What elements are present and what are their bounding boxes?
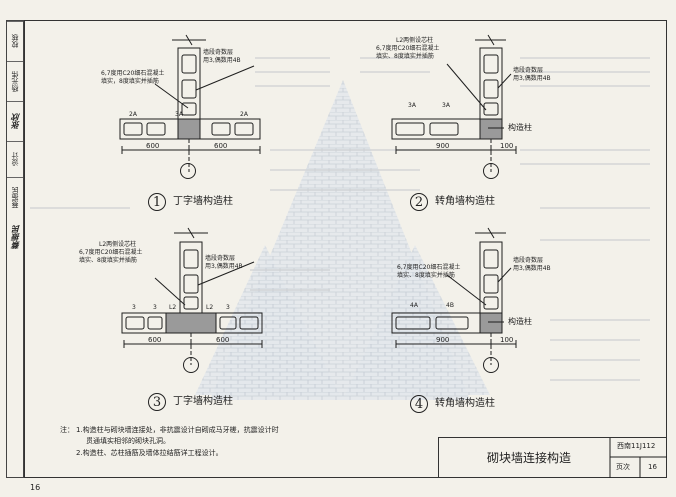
diagram-4-title: 转角墙构造柱 (435, 398, 495, 409)
notes-line-3: 2.构造柱、芯柱插筋及墙体拉结筋详工程设计。 (76, 449, 223, 457)
diagram-1-callout-left-2: 填实，8度填实并插筋 (101, 78, 159, 85)
diagram-4-number: 4 (410, 395, 428, 413)
diagram-3-title: 丁字墙构造柱 (173, 396, 233, 407)
diagram-4-dim-1: 900 (436, 336, 450, 344)
diagram-2-title: 转角墙构造柱 (435, 196, 495, 207)
diagram-3-section-marker (183, 357, 199, 373)
diagram-1-number: 1 (148, 193, 166, 211)
diagram-1-label-1: 2A (129, 111, 137, 118)
title-block-page-label: 页次 (616, 463, 630, 471)
diagram-4-callout-left-1: 6,7度用C20细石混凝土 (397, 264, 461, 271)
diagram-3-drawing (121, 227, 263, 365)
diagram-3-callout-left-2: 6,7度用C20细石混凝土 (79, 249, 143, 256)
title-block-title: 砌块墙连接构造 (487, 451, 572, 465)
diagram-2-dim-2: 100 (500, 142, 514, 150)
diagram-2-column-label: 构造柱 (508, 123, 532, 132)
diagram-4-label-2: 4B (446, 302, 454, 309)
diagram-3-callout-left-1: L2两侧设芯柱 (99, 241, 137, 248)
diagram-1-callout-left-1: 6,7度用C20细石混凝土 (101, 70, 165, 77)
diagram-4-callout-right-2: 用3,偶数用4B (513, 265, 551, 272)
diagram-3-callout-left-3: 填实、8度填实并插筋 (79, 257, 137, 264)
diagram-2-callout-right-1: 墙段奇数层 (513, 67, 544, 74)
diagram-1-dim-2: 600 (214, 142, 228, 150)
diagram-3-dim-2: 600 (216, 336, 230, 344)
diagram-3-label-2: 3 (153, 304, 157, 311)
notes-heading: 注： (60, 426, 74, 434)
diagram-2-callout-left-2: 6,7度用C20细石混凝土 (376, 45, 440, 52)
diagram-2-label-1: 3A (408, 102, 416, 109)
drawing-frame (24, 20, 667, 478)
diagram-3-dim-1: 600 (148, 336, 162, 344)
diagram-3-callout-right-2: 用3,偶数用4B (205, 263, 243, 270)
diagram-1-label-3: 2A (240, 111, 248, 118)
page-number: 16 (30, 483, 41, 492)
diagram-2-number: 2 (410, 193, 428, 211)
diagram-4-drawing (391, 227, 517, 365)
diagram-3-label-1: 3 (132, 304, 136, 311)
diagram-1-section-marker (180, 163, 196, 179)
diagram-1-title: 丁字墙构造柱 (173, 196, 233, 207)
title-block-atlas-code: 西南11J112 (617, 442, 656, 450)
notes-line-1: 1.构造柱与砌块墙连接处，非抗震设计自砌成马牙槎，抗震设计时 (76, 426, 279, 434)
diagram-2-callout-left-1: L2两侧设芯柱 (396, 37, 434, 44)
diagram-3-number: 3 (148, 393, 166, 411)
sidebar: 校核 杨光伟 张欣 设计 蔡振民 蔡振民 (6, 20, 24, 478)
diagram-4-section-marker (483, 357, 499, 373)
diagram-4-callout-left-2: 填实、8度填实并插筋 (397, 272, 455, 279)
diagram-2-dim-1: 900 (436, 142, 450, 150)
diagram-1-callout-right-2: 用3,偶数用4B (203, 57, 241, 64)
diagram-2-callout-left-3: 填实、8度填实并插筋 (376, 53, 434, 60)
diagram-4-callout-right-1: 墙段奇数层 (513, 257, 544, 264)
diagram-1-label-2: 3A (175, 111, 183, 118)
title-block-page-value: 16 (648, 463, 657, 471)
diagram-3-callout-right-1: 墙段奇数层 (205, 255, 236, 262)
diagram-2-label-2: 3A (442, 102, 450, 109)
notes-line-2: 贯通填实相邻的砌块孔洞。 (86, 437, 170, 445)
title-block (438, 437, 667, 478)
diagram-1-callout-right-1: 墙段奇数层 (203, 49, 234, 56)
diagram-2-section-marker (483, 163, 499, 179)
diagram-3-label-5: 3 (226, 304, 230, 311)
diagram-1-drawing (119, 34, 261, 172)
diagram-4-dim-2: 100 (500, 336, 514, 344)
diagram-4-column-label: 构造柱 (508, 317, 532, 326)
diagram-3-label-3: L2 (169, 304, 177, 311)
diagram-1-dim-1: 600 (146, 142, 160, 150)
diagram-2-drawing (391, 34, 517, 172)
diagram-2-callout-right-2: 用3,偶数用4B (513, 75, 551, 82)
diagram-3-label-4: L2 (206, 304, 214, 311)
diagram-4-label-1: 4A (410, 302, 418, 309)
